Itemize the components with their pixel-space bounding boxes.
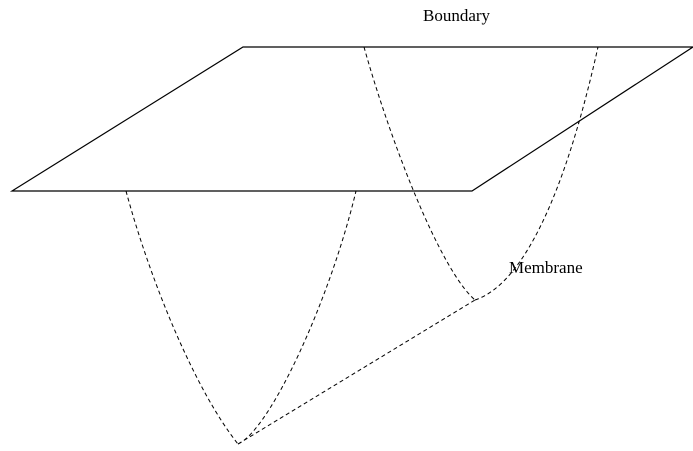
membrane-front-left-curve	[125, 190, 239, 445]
boundary-plane	[9, 46, 693, 192]
membrane-label: Membrane	[509, 258, 583, 277]
boundary-label: Boundary	[423, 6, 491, 25]
membrane-bottom-ridge	[237, 299, 476, 445]
membrane-front-right-curve	[237, 190, 357, 445]
membrane-back-right-curve	[474, 46, 599, 301]
membrane-back-left-curve	[363, 46, 476, 301]
